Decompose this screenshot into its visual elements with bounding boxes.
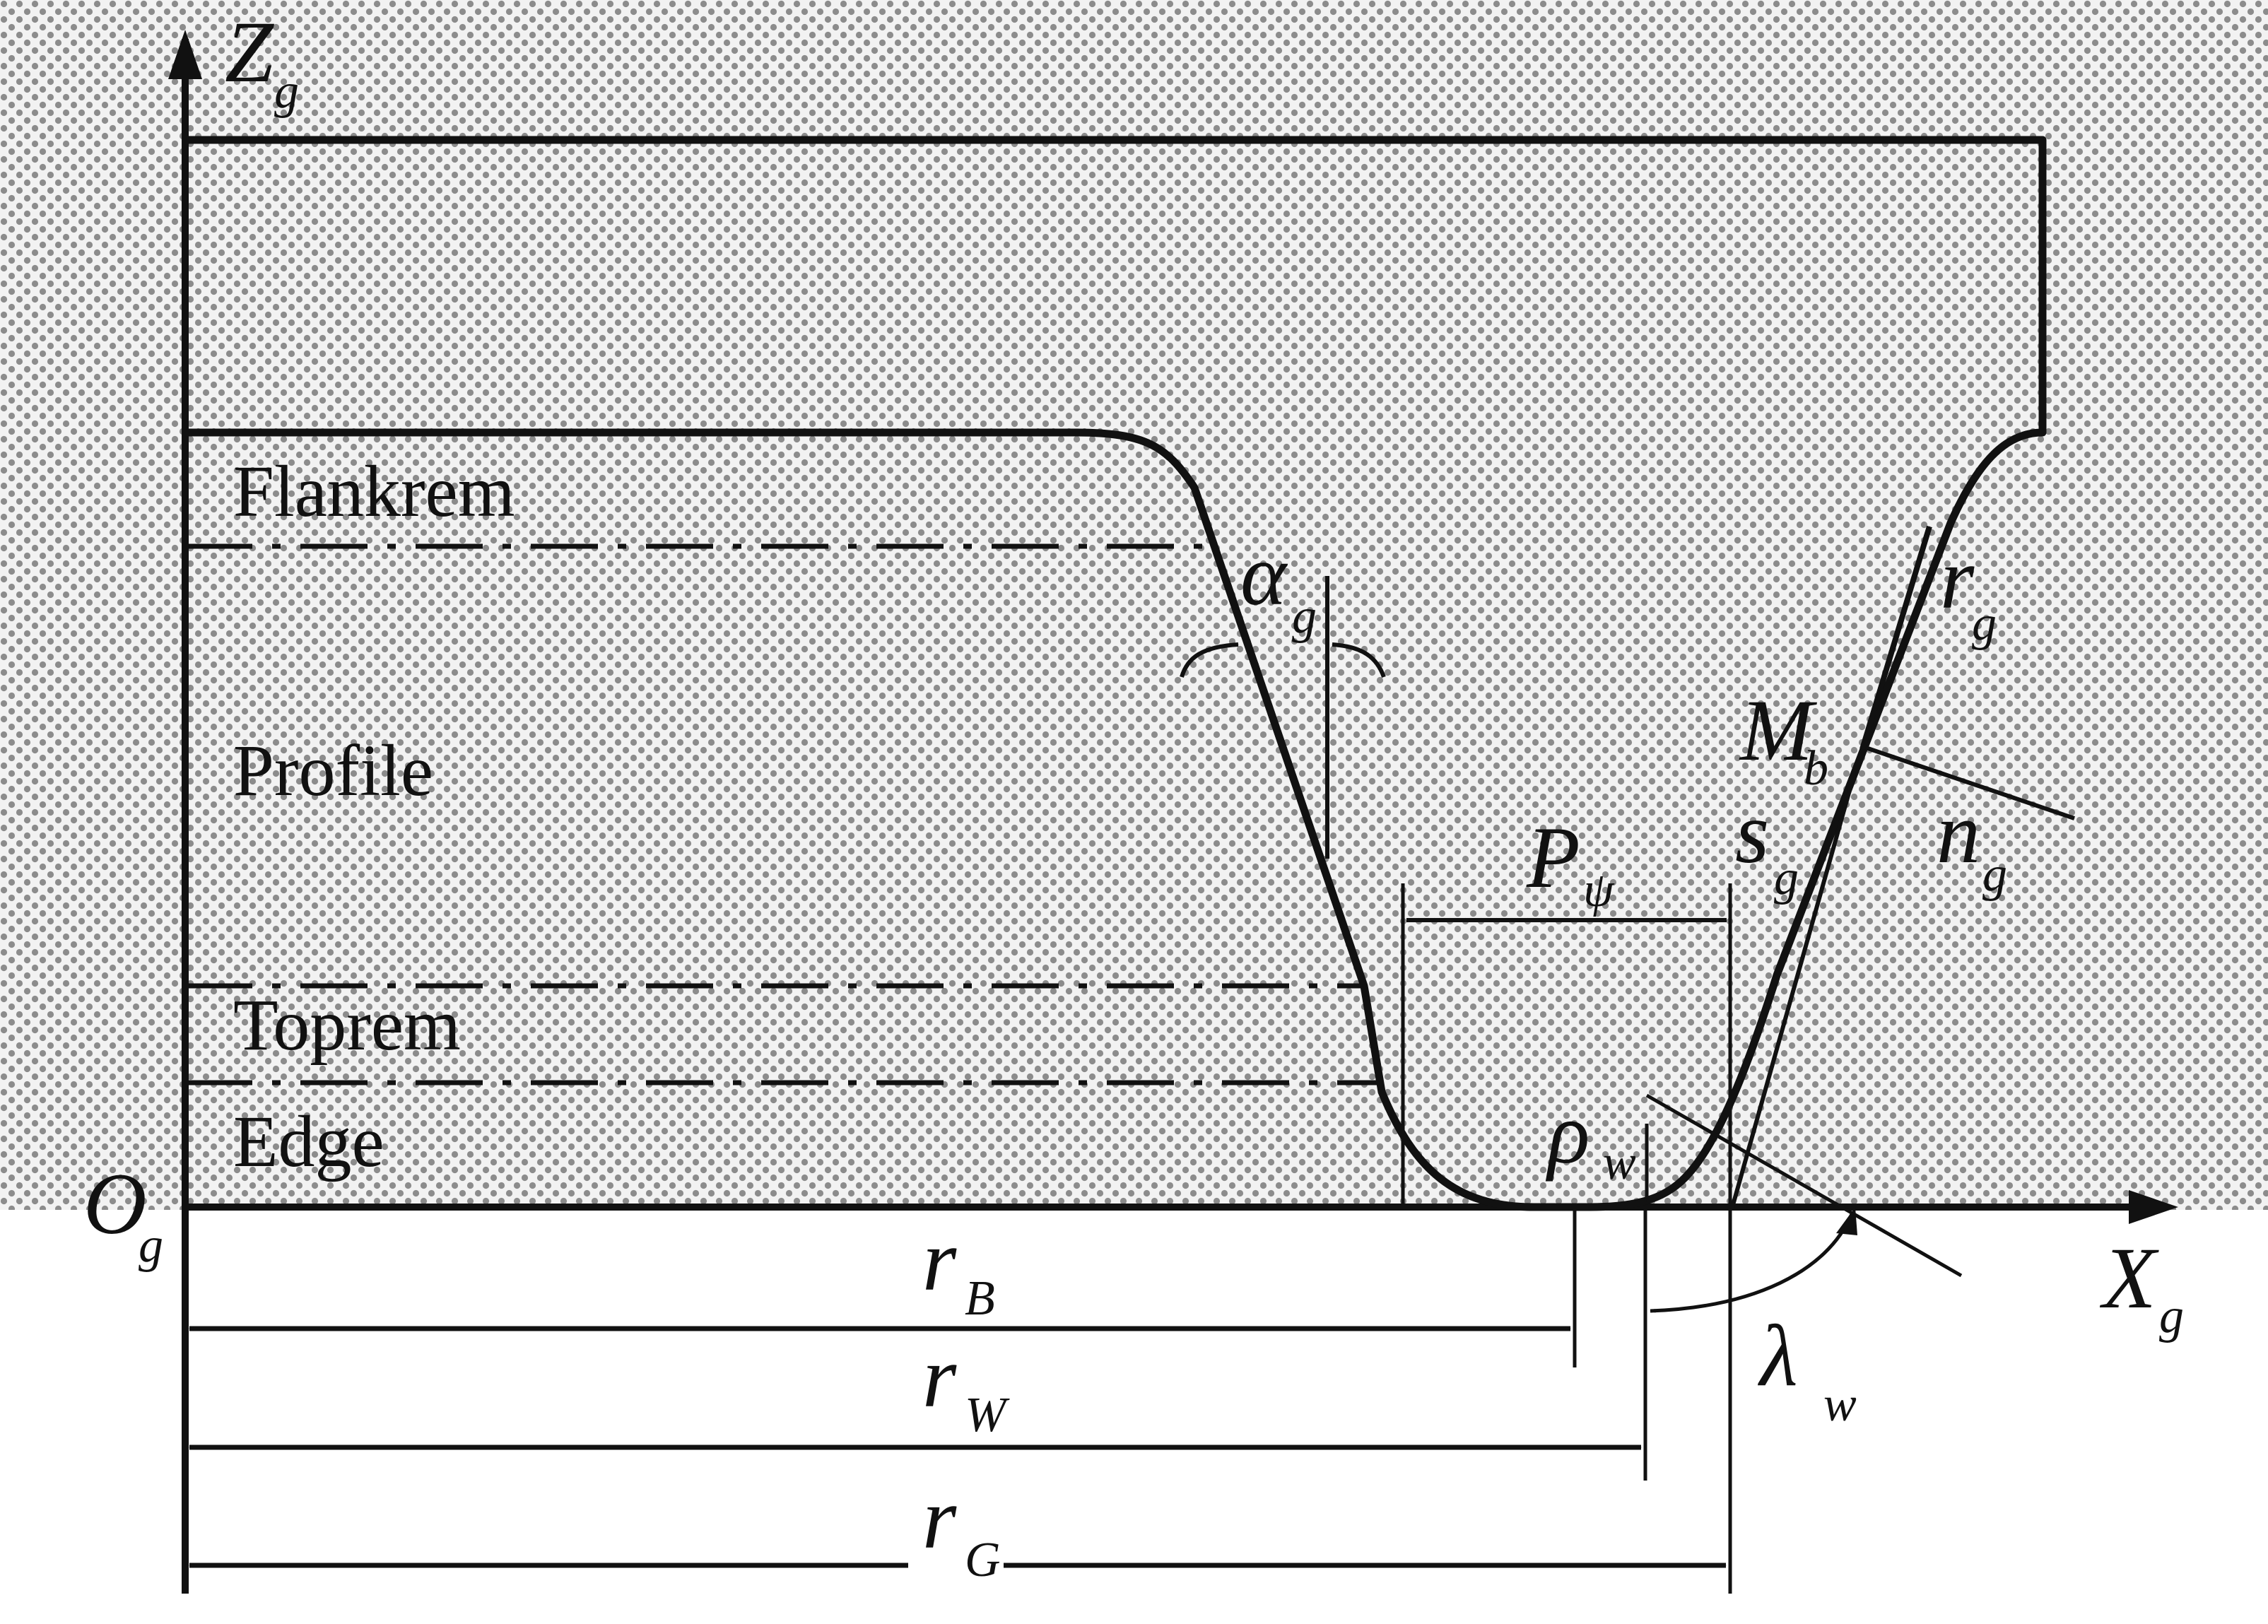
x-axis-arrowhead bbox=[2129, 1190, 2178, 1224]
r-b-label: r bbox=[922, 1212, 957, 1309]
lambda-label: λ bbox=[1757, 1307, 1798, 1404]
alpha-arc-right bbox=[1332, 642, 1386, 678]
r-g-vector bbox=[1859, 525, 1932, 751]
origin-subscript: g bbox=[139, 1218, 163, 1273]
r-g-subscript: g bbox=[1972, 596, 1997, 651]
r-w-subscript: W bbox=[965, 1388, 1010, 1442]
flankrem-label: Flankrem bbox=[233, 451, 515, 532]
s-g-tangent-vector bbox=[1729, 770, 1857, 1211]
p-psi-label: P bbox=[1526, 809, 1580, 906]
r-g-dimension-subscript: G bbox=[965, 1533, 1001, 1587]
s-g-label: s bbox=[1735, 784, 1769, 881]
p-psi-subscript: ψ bbox=[1583, 863, 1615, 917]
m-b-subscript: b bbox=[1804, 741, 1828, 796]
m-b-label: M bbox=[1739, 682, 1817, 779]
r-g-dimension-label: r bbox=[922, 1470, 957, 1567]
z-axis-arrowhead bbox=[168, 30, 202, 79]
alpha-label: α bbox=[1240, 526, 1288, 623]
dotted-background bbox=[0, 0, 2268, 1210]
rho-w-subscript: w bbox=[1603, 1136, 1636, 1190]
n-g-subscript: g bbox=[1982, 847, 2007, 902]
lambda-angle-arc bbox=[1650, 1213, 1854, 1313]
s-g-subscript: g bbox=[1774, 851, 1799, 905]
edge-label: Edge bbox=[233, 1101, 384, 1182]
r-b-subscript: B bbox=[965, 1271, 995, 1326]
x-axis-label: X bbox=[2099, 1230, 2159, 1326]
z-axis-label: Z bbox=[225, 4, 274, 100]
lambda-subscript: w bbox=[1823, 1377, 1857, 1432]
x-axis-subscript: g bbox=[2159, 1289, 2184, 1343]
rho-w-label: ρ bbox=[1545, 1085, 1590, 1182]
toprem-label: Toprem bbox=[233, 984, 461, 1066]
alpha-subscript: g bbox=[1292, 589, 1317, 644]
r-w-label: r bbox=[922, 1329, 957, 1425]
origin-label: O bbox=[83, 1155, 147, 1252]
lambda-arc-start-arrowhead bbox=[1836, 1207, 1857, 1235]
n-g-label: n bbox=[1937, 784, 1980, 881]
alpha-arc-left bbox=[1180, 642, 1239, 678]
lambda-inclination-line bbox=[1645, 1093, 1963, 1278]
n-g-normal-vector bbox=[1865, 746, 2075, 820]
profile-label: Profile bbox=[233, 730, 433, 811]
z-axis-subscript: g bbox=[274, 64, 299, 119]
r-g-label: r bbox=[1940, 530, 1975, 627]
